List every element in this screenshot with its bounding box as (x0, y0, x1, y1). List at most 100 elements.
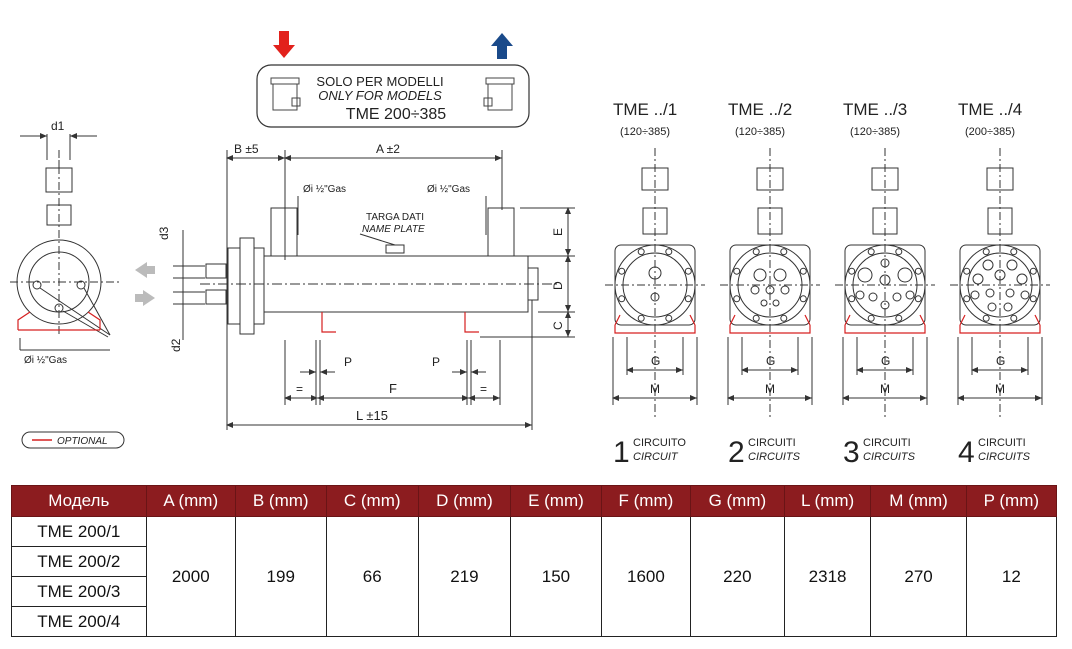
optional-support-main (321, 312, 479, 333)
value-l: 2318 (783, 516, 872, 637)
circuit-hole (880, 300, 890, 310)
header-model: Модель (11, 485, 147, 517)
label-d1: d1 (51, 119, 65, 133)
variant-title: TME ../2 (728, 100, 792, 119)
bolt-hole (684, 267, 692, 275)
bolt-hole (752, 314, 760, 322)
bolt-hole (1029, 295, 1037, 303)
bolt-hole (637, 248, 645, 256)
label-d3: d3 (157, 226, 171, 240)
flange-outer (959, 244, 1041, 326)
bolt-hole (982, 248, 990, 256)
bolt-hole (914, 295, 922, 303)
flange-inner (967, 252, 1033, 318)
inlet-pipe (987, 207, 1013, 235)
label-p-left: P (344, 355, 352, 369)
note-line1: SOLO PER MODELLI (316, 74, 443, 89)
circuit-number: 4 (958, 436, 975, 469)
circuit-hole (987, 302, 997, 312)
circuit-label-it: CIRCUITO (633, 437, 686, 449)
table-row: TME 200/3 (11, 576, 1057, 607)
flange-inner (622, 252, 688, 318)
label-d2: d2 (169, 338, 183, 352)
table-row: TME 200/1 2000 199 66 219 150 1600 220 2… (11, 516, 1058, 637)
model-cell: TME 200/4 (11, 606, 147, 637)
arrow-down-icon (273, 31, 295, 58)
circuit-hole (857, 267, 873, 283)
circuit-number: 1 (613, 436, 630, 469)
circuit-hole (879, 274, 891, 286)
header-e: E (mm) (510, 485, 602, 517)
bolt-hole (867, 248, 875, 256)
header-d: D (mm) (417, 485, 512, 517)
header-p: P (mm) (965, 485, 1058, 517)
circuit-hole (648, 266, 662, 280)
header-b: B (mm) (234, 485, 327, 517)
main-view (200, 150, 575, 430)
circuit-hole (994, 269, 1006, 281)
label-e: E (551, 228, 565, 236)
inlet-pipe (642, 207, 668, 235)
bolt-hole (1010, 248, 1018, 256)
circuit-hole (772, 299, 780, 307)
label-m: M (995, 382, 1005, 396)
table-header-row: Модель A (mm) B (mm) C (mm) D (mm) E (mm… (11, 485, 1058, 517)
circuit-hole (972, 273, 984, 285)
label-eq-right: = (480, 382, 487, 396)
table-row: TME 200/2 (11, 546, 1057, 577)
circuit-hole (1005, 288, 1015, 298)
label-l: L ±15 (356, 408, 388, 423)
bolt-hole (618, 267, 626, 275)
circuit-label-en: CIRCUITS (863, 451, 916, 463)
bolt-hole (752, 248, 760, 256)
bolt-hole (684, 295, 692, 303)
bolt-hole (733, 267, 741, 275)
flange-inner (737, 252, 803, 318)
optional-support (614, 314, 696, 334)
optional-label: OPTIONAL (57, 436, 108, 447)
circuit-hole (760, 299, 768, 307)
connector-top (641, 167, 669, 191)
bolt-hole (963, 267, 971, 275)
bolt-hole (618, 295, 626, 303)
flange-outer (729, 244, 811, 326)
flange-inner (852, 252, 918, 318)
label-c: C (551, 321, 565, 330)
inlet-pipe (872, 207, 898, 235)
label-g: G (996, 354, 1005, 368)
label-f: F (389, 381, 397, 396)
label-a: A ±2 (376, 142, 400, 156)
circuit-hole (750, 285, 760, 295)
note-line3: TME 200÷385 (346, 106, 446, 123)
bolt-hole (665, 248, 673, 256)
optional-support (729, 314, 811, 334)
variant-title: TME ../4 (958, 100, 1022, 119)
circuit-hole (985, 288, 995, 298)
circuit-hole (970, 290, 980, 300)
circuit-hole (780, 285, 790, 295)
label-m: M (765, 382, 775, 396)
variant-range: (120÷385) (620, 126, 670, 138)
circuit-hole (982, 259, 994, 271)
circuit-hole (905, 290, 915, 300)
circuit-hole (892, 292, 902, 302)
inlet-pipe (757, 207, 783, 235)
connector-top (756, 167, 784, 191)
header-f: F (mm) (600, 485, 692, 517)
circuit-label-it: CIRCUITI (863, 437, 911, 449)
bolt-hole (780, 314, 788, 322)
label-gas-right: Øi ½"Gas (427, 184, 470, 195)
value-g: 220 (690, 516, 785, 637)
value-m: 270 (870, 516, 967, 637)
value-b: 199 (234, 516, 327, 637)
circuit-hole (880, 258, 890, 268)
circuit-hole (897, 267, 913, 283)
optional-support (844, 314, 926, 334)
bolt-hole (637, 314, 645, 322)
value-c: 66 (325, 516, 419, 637)
label-eq-left: = (296, 382, 303, 396)
label-p-right: P (432, 355, 440, 369)
header-g: G (mm) (690, 485, 785, 517)
circuit-number: 3 (843, 436, 860, 469)
variant-title: TME ../3 (843, 100, 907, 119)
